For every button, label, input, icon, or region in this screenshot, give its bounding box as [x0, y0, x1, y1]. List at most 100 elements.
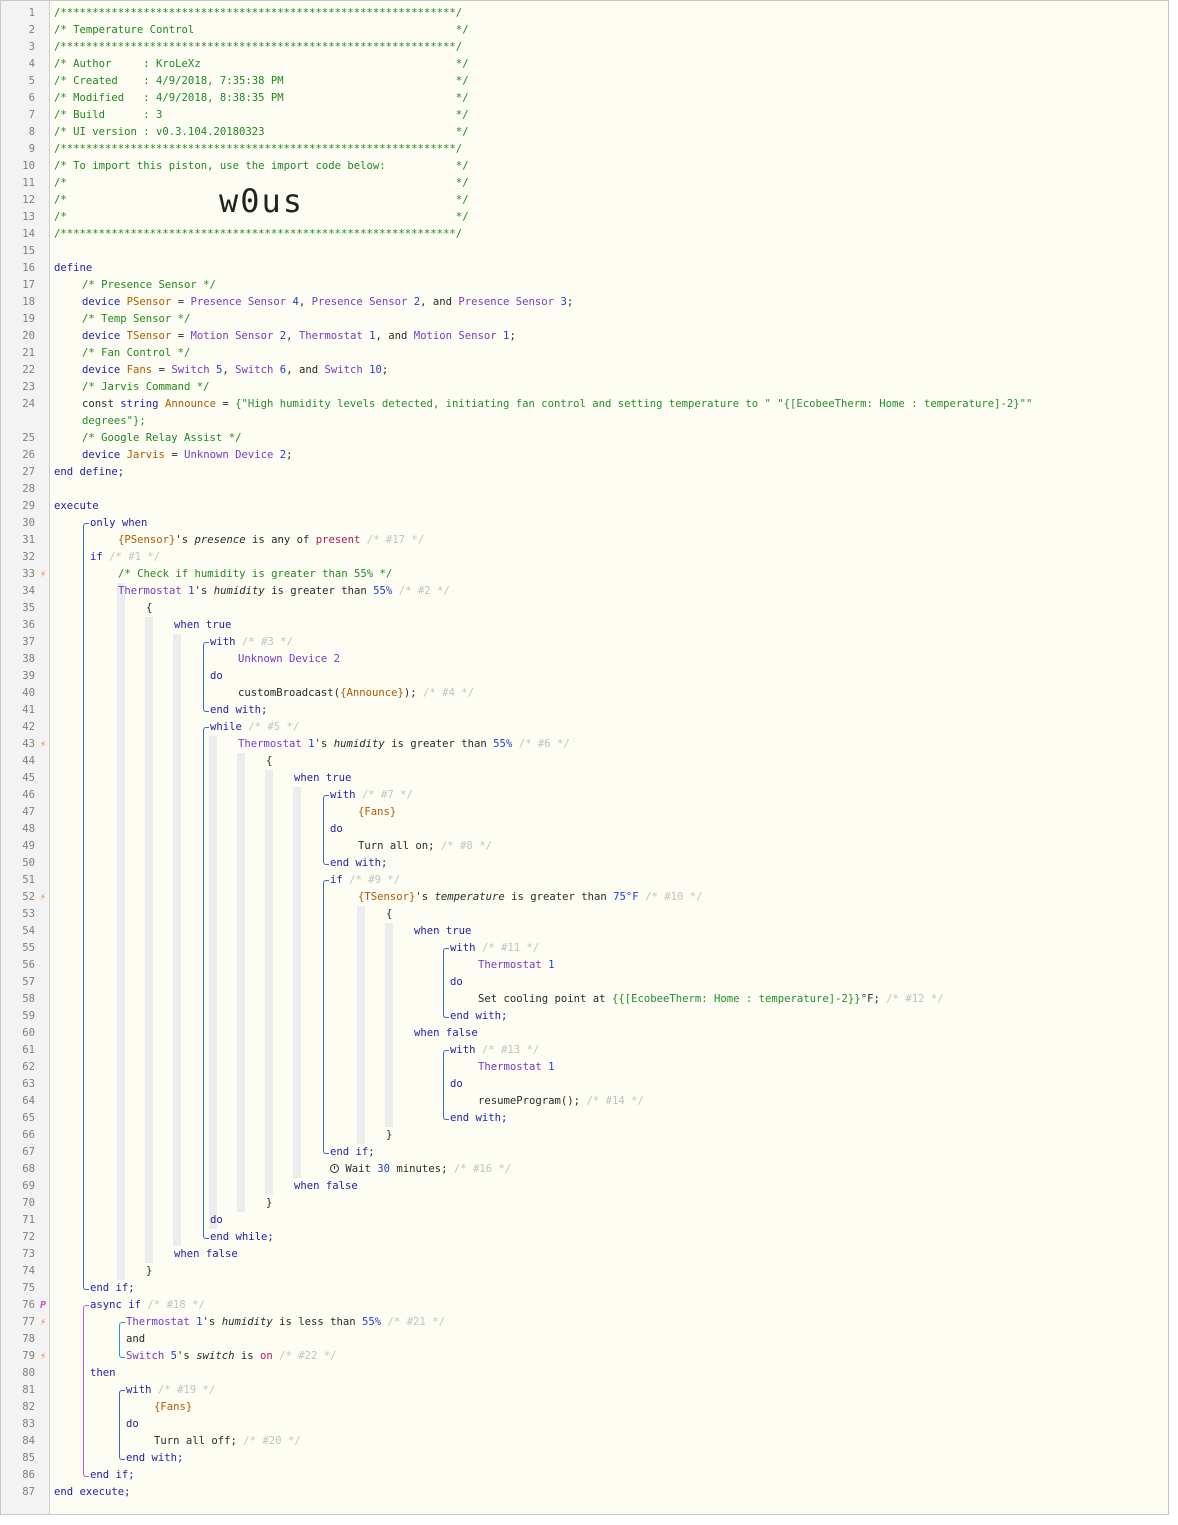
line-number: 3 [28, 41, 35, 53]
line-number: 45 [22, 772, 35, 784]
line-number: 35 [22, 602, 35, 614]
line-number: 66 [22, 1129, 35, 1141]
code-line: only when [90, 517, 148, 529]
code-line: do [126, 1418, 139, 1430]
code-line: while /* #5 */ [210, 721, 300, 733]
block-bracket [83, 1305, 89, 1477]
line-number: 33 [22, 568, 35, 580]
block-bracket [443, 1050, 449, 1120]
line-number: 30 [22, 517, 35, 529]
code-line: { [266, 755, 273, 767]
code-line: /***************************************… [54, 41, 463, 53]
code-line: end with; [126, 1452, 184, 1464]
code-line: do [210, 1214, 223, 1226]
line-number: 85 [22, 1452, 35, 1464]
line-number: 9 [28, 143, 35, 155]
line-number: 86 [22, 1469, 35, 1481]
code-line: /* UI version : v0.3.104.20180323 */ [54, 126, 469, 138]
code-line: Thermostat 1 [478, 959, 555, 971]
block-bracket [83, 523, 89, 1290]
line-number: 6 [28, 92, 35, 104]
code-line: Thermostat 1 [478, 1061, 555, 1073]
async-icon: P [39, 1300, 47, 1311]
code-line: /* Modified : 4/9/2018, 8:38:35 PM */ [54, 92, 469, 104]
line-number: 58 [22, 993, 35, 1005]
line-number: 16 [22, 262, 35, 274]
line-number: 29 [22, 500, 35, 512]
block-bracket [203, 727, 209, 1239]
code-line: define [54, 262, 93, 274]
code-line: if /* #9 */ [330, 874, 401, 886]
line-number: 17 [22, 279, 35, 291]
code-line: with /* #11 */ [450, 942, 540, 954]
code-line: end if; [330, 1146, 375, 1158]
trigger-bolt-icon: ⚡ [39, 569, 47, 580]
code-line: end with; [210, 704, 268, 716]
indent-guide [385, 923, 393, 1127]
code-line: with /* #13 */ [450, 1044, 540, 1056]
line-number: 79 [22, 1350, 35, 1362]
code-line: Turn all off; /* #20 */ [154, 1435, 301, 1447]
code-line: const string Announce = {"High humidity … [82, 398, 1033, 410]
code-line: then [90, 1367, 116, 1379]
code-line: end with; [450, 1010, 508, 1022]
code-line: { [386, 908, 393, 920]
code-line: end while; [210, 1231, 274, 1243]
indent-guide [209, 736, 217, 1229]
line-number: 69 [22, 1180, 35, 1192]
indent-guide [145, 617, 153, 1263]
line-number: 38 [22, 653, 35, 665]
line-number: 65 [22, 1112, 35, 1124]
code-line: /* Author : KroLeXz */ [54, 58, 469, 70]
code-line: when true [414, 925, 472, 937]
line-number: 82 [22, 1401, 35, 1413]
code-line: Switch 5's switch is on /* #22 */ [126, 1350, 337, 1362]
block-bracket [323, 880, 329, 1154]
line-number: 54 [22, 925, 35, 937]
line-number: 37 [22, 636, 35, 648]
line-number: 83 [22, 1418, 35, 1430]
line-number: 4 [28, 58, 35, 70]
code-line: device Fans = Switch 5, Switch 6, and Sw… [82, 364, 389, 376]
line-number: 63 [22, 1078, 35, 1090]
code-line: /* Build : 3 */ [54, 109, 469, 121]
code-line: customBroadcast({Announce}); /* #4 */ [238, 687, 475, 699]
line-number: 72 [22, 1231, 35, 1243]
code-line: /* Fan Control */ [82, 347, 191, 359]
code-line: /***************************************… [54, 143, 463, 155]
line-number: 49 [22, 840, 35, 852]
code-line: /* Temperature Control */ [54, 24, 469, 36]
line-number: 76 [22, 1299, 35, 1311]
line-number: 71 [22, 1214, 35, 1226]
block-bracket [119, 1322, 125, 1358]
code-line: async if /* #18 */ [90, 1299, 205, 1311]
line-number: 50 [22, 857, 35, 869]
line-number: 21 [22, 347, 35, 359]
line-number: 39 [22, 670, 35, 682]
line-number: 59 [22, 1010, 35, 1022]
line-number: 81 [22, 1384, 35, 1396]
line-number: 80 [22, 1367, 35, 1379]
trigger-bolt-icon: ⚡ [39, 1317, 47, 1328]
code-line: resumeProgram(); /* #14 */ [478, 1095, 644, 1107]
code-line: do [210, 670, 223, 682]
line-number: 2 [28, 24, 35, 36]
code-line: Thermostat 1's humidity is greater than … [118, 585, 450, 597]
code-line: when true [294, 772, 352, 784]
line-number: 70 [22, 1197, 35, 1209]
line-number: 36 [22, 619, 35, 631]
line-number: 61 [22, 1044, 35, 1056]
code-line: end with; [330, 857, 388, 869]
code-line: } [146, 1265, 153, 1277]
line-number: 43 [22, 738, 35, 750]
code-line: {Fans} [358, 806, 397, 818]
indent-guide [237, 753, 245, 1212]
code-line: /* Jarvis Command */ [82, 381, 210, 393]
indent-guide [117, 583, 125, 1280]
code-line: do [450, 976, 463, 988]
line-number: 55 [22, 942, 35, 954]
code-line: /* Presence Sensor */ [82, 279, 216, 291]
line-number: 10 [22, 160, 35, 172]
